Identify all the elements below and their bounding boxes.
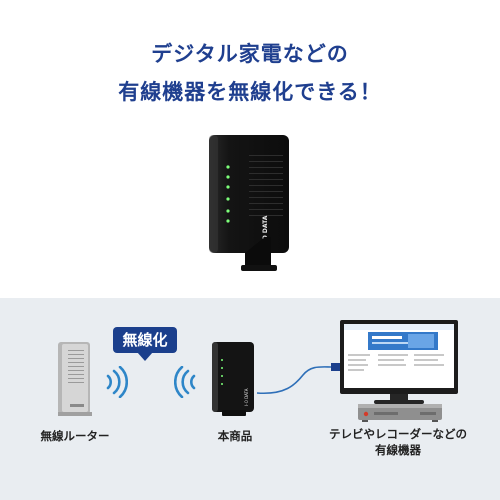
status-leds [226,165,230,223]
hero-device-image: I-O DATA [209,135,289,271]
wifi-signal-icon [174,366,196,398]
tv-image [340,320,458,404]
wired-device-label-line-2: 有線機器 [375,443,421,457]
wireless-badge: 無線化 [113,327,177,353]
badge-pointer [137,352,153,361]
headline-line-1: デジタル家電などの [151,42,349,66]
headline-line-2: 有線機器を無線化できる！ [118,80,382,104]
product-image: I-O DATA [212,342,254,416]
wired-device-label-line-1: テレビやレコーダーなどの [329,427,467,441]
product-label: 本商品 [217,429,253,443]
router-label: 無線ルーター [40,429,110,443]
recorder-image [358,404,442,422]
wifi-signal-icon [106,366,128,398]
product-brand-logo: I-O DATA [244,388,249,406]
lan-cable [256,363,341,395]
hero-brand-logo: I-O DATA [262,215,269,245]
router-image [58,342,92,416]
